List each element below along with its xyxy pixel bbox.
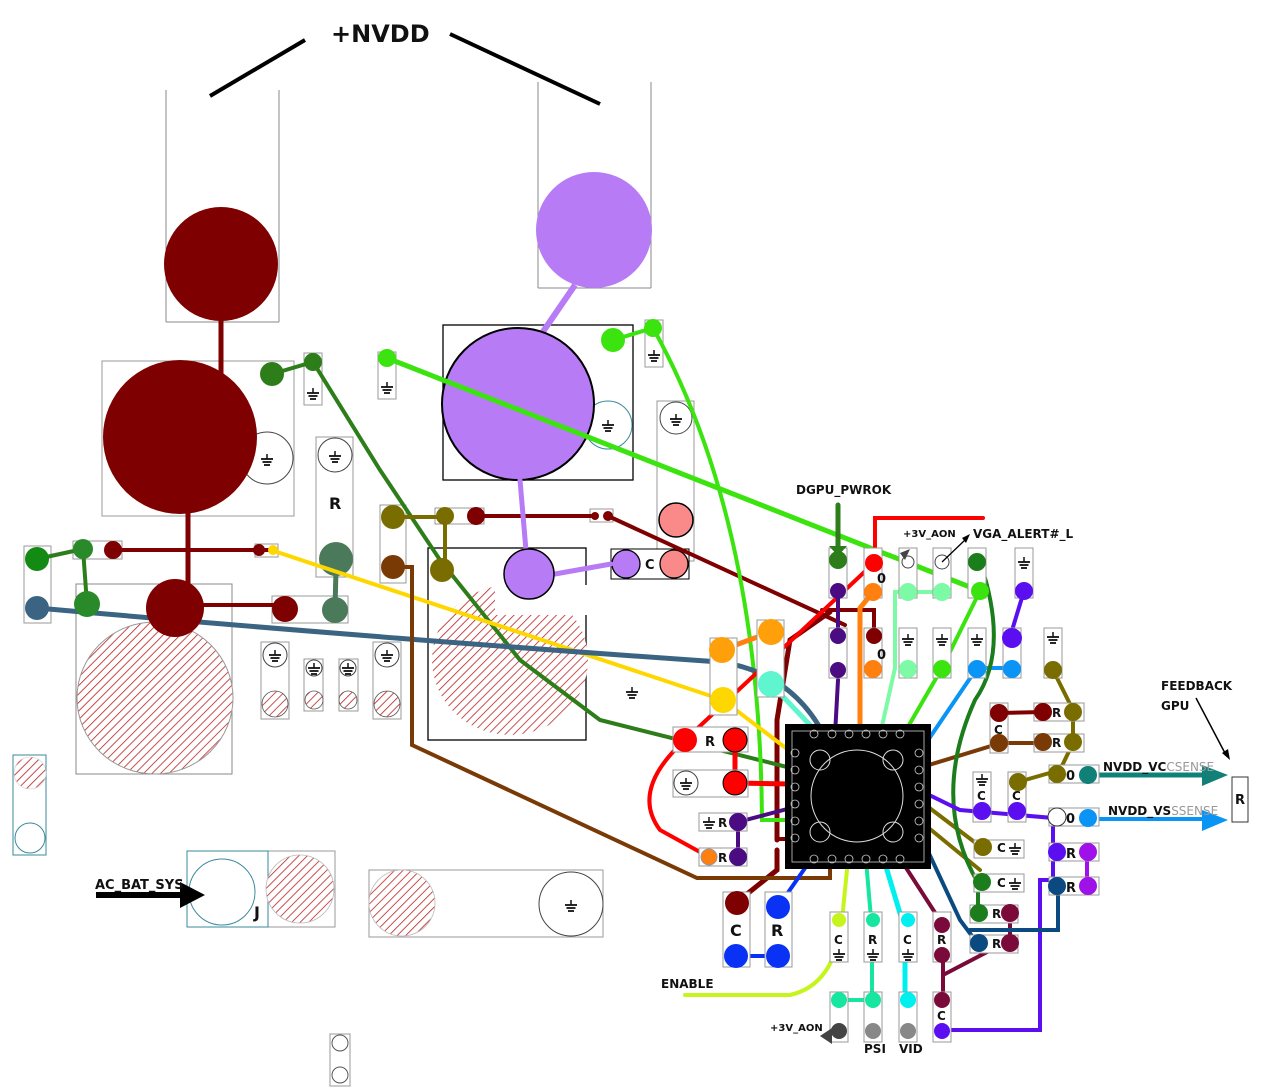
output-cap-right (536, 82, 652, 289)
vccsense-label: NVDD_VCCSENSE (1103, 760, 1214, 775)
sense-outputs: NVDD_VCCSENSE NVDD_VSSSENSE R FEEDBACK G… (1103, 679, 1249, 831)
resistor-label-right-2: R (1052, 736, 1061, 750)
controller-ic (785, 724, 931, 869)
vsssense-arrow (1202, 810, 1228, 831)
nvdd-title: +NVDD (331, 20, 430, 48)
feedback-resistor (1231, 776, 1249, 823)
capacitor-label: C (645, 558, 655, 573)
enable-label: ENABLE (661, 977, 714, 991)
aon-bottom-label: +3V_AON (770, 1023, 823, 1034)
zero-ohm-label-3: 0 (1066, 769, 1075, 784)
zero-ohm-label-4: 0 (1066, 812, 1075, 827)
resistor-label-right-4: R (992, 937, 1001, 951)
title-arrow-left (208, 38, 307, 98)
capacitor-label-right-5: C (997, 876, 1006, 890)
vsssense-label: NVDD_VSSSENSE (1108, 804, 1218, 819)
nvdd-pad-left (164, 207, 278, 321)
capacitor-label-right-3: C (1012, 789, 1021, 803)
signal-labels: DGPU_PWROK +3V_AON VGA_ALERT#_L ENABLE +… (661, 483, 1073, 1056)
capacitor-label-right-1: C (994, 723, 1003, 737)
input-cap-bottom (368, 869, 604, 938)
zero-ohm-label-1: 0 (877, 572, 886, 587)
capacitor-purple-salmon: C (610, 548, 690, 580)
vga-alert-label: VGA_ALERT#_L (973, 527, 1073, 542)
resistor-label-right-3: R (992, 907, 1001, 921)
nvdd-title-group: +NVDD (208, 20, 601, 106)
decoupling-caps-row (260, 641, 402, 720)
inductor-left-pad (103, 360, 257, 514)
inductor-left (101, 320, 295, 517)
capacitor-label-bottom-2: C (834, 933, 843, 947)
jack-label: J (253, 903, 260, 922)
resistor-label-bottom-4: R (937, 933, 946, 947)
resistor-label-right-5: R (1066, 847, 1076, 862)
feedback-resistor-label: R (1235, 793, 1245, 808)
capacitor-label-bottom-4: C (937, 1009, 946, 1023)
resistor-tall: R (271, 436, 354, 624)
capacitor-label-right-2: C (977, 789, 986, 803)
zero-ohm-label-2: 0 (877, 648, 886, 663)
output-cap-left (164, 90, 280, 323)
inductor-right (441, 283, 634, 481)
resistor-label-ic-left-3: R (718, 851, 727, 865)
power-jack: J AC_BAT_SYS (95, 850, 336, 928)
resistor-label-bottom-1: R (771, 921, 783, 940)
nvdd-pad-right (536, 172, 652, 288)
vid-label: VID (899, 1042, 923, 1056)
psi-label: PSI (864, 1042, 886, 1056)
resistor-label-right-6: R (1066, 881, 1076, 896)
resistor-label-ic-left-1: R (705, 735, 715, 750)
capacitor-label-right-4: C (997, 841, 1006, 855)
pads: R R R C R C R C R (25, 319, 1100, 1044)
resistor-label-bottom-2: R (868, 933, 877, 947)
resistor-label-ic-left-2: R (718, 816, 727, 830)
capacitor-label-bottom-1: C (730, 921, 742, 940)
small-cap-column-left (12, 754, 47, 856)
small-cap-column-bottom (329, 1033, 351, 1087)
title-arrow-right (449, 32, 601, 106)
ac-bat-sys-label: AC_BAT_SYS (95, 878, 184, 893)
inductor-right-pad (441, 327, 595, 481)
resistor-tall-label: R (329, 494, 341, 513)
vccsense-arrow (1202, 765, 1228, 786)
aon-top-label: +3V_AON (903, 529, 956, 540)
resistor-label-right-1: R (1052, 706, 1061, 720)
dgpu-pwrok-label: DGPU_PWROK (796, 483, 892, 498)
feedback-label-line1: FEEDBACK (1161, 679, 1233, 693)
capacitor-label-bottom-3: C (903, 933, 912, 947)
feedback-label-line2: GPU (1161, 699, 1189, 713)
ac-bat-sys-arrow (180, 882, 205, 908)
